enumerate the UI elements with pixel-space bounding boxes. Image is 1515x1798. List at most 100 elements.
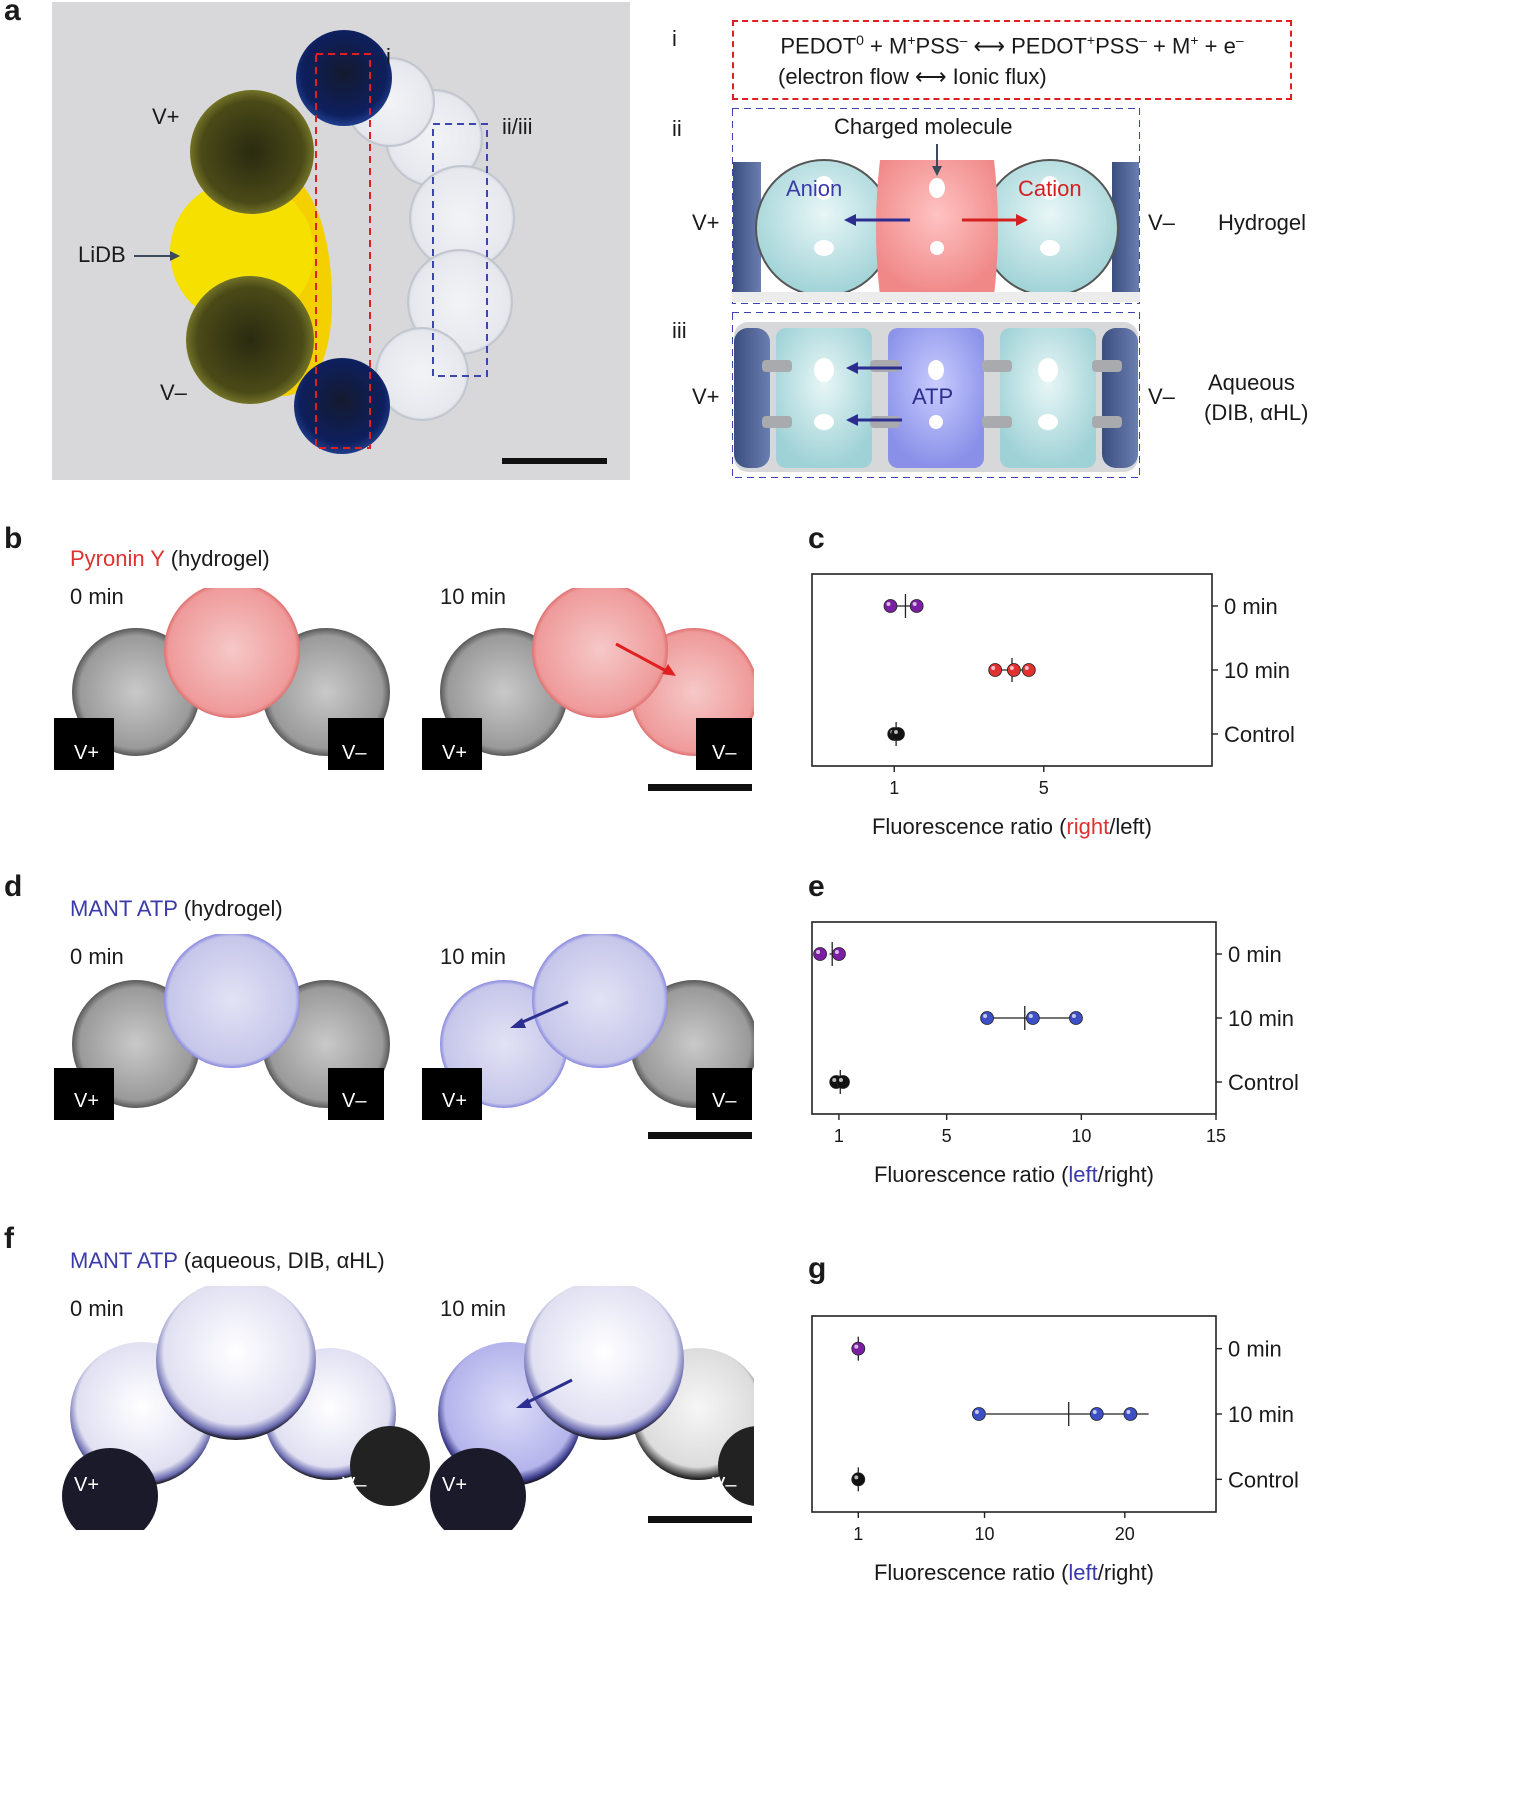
schematic-row-i-label: i (672, 26, 677, 51)
schematic-row-ii-label: ii (672, 116, 682, 141)
photo-label-box-i: i (386, 44, 391, 69)
panel-f-v-minus-10: V– (712, 1474, 737, 1496)
data-point-highlight (1126, 1410, 1131, 1414)
photo-label-lidb: LiDB (78, 242, 126, 267)
data-point-highlight (983, 1014, 988, 1018)
panel-b-title: Pyronin Y (hydrogel) (70, 546, 270, 571)
data-point-highlight (974, 1410, 979, 1414)
panel-label-b: b (4, 522, 23, 555)
data-point-highlight (1028, 1014, 1033, 1018)
data-point-highlight (1024, 666, 1029, 670)
panel-d-v-minus-10: V– (712, 1090, 737, 1112)
x-axis-label-part: right (1066, 814, 1109, 839)
data-point (1069, 1011, 1083, 1025)
x-axis-label: Fluorescence ratio (left/right) (874, 1162, 1154, 1187)
category-label: Control (1228, 1070, 1299, 1095)
panel-d-title: MANT ATP (hydrogel) (70, 896, 283, 921)
data-point (1025, 1011, 1040, 1025)
data-point-highlight (886, 602, 891, 606)
x-axis-label: Fluorescence ratio (right/left) (872, 814, 1152, 839)
category-label: 10 min (1228, 1402, 1294, 1427)
label-ii-v-minus: V– (1148, 210, 1175, 235)
label-atp: ATP (912, 384, 954, 409)
data-point-highlight (854, 1475, 859, 1480)
panel-f-v-plus-10: V+ (442, 1474, 468, 1496)
data-point (972, 1407, 986, 1421)
category-label: Control (1228, 1467, 1299, 1492)
data-point (832, 947, 846, 961)
reaction-box (732, 20, 1292, 100)
mant-atp-hydrogel-micrographs (54, 934, 754, 1139)
x-axis-label-part: /right) (1098, 1162, 1154, 1187)
x-tick-label: 1 (853, 1524, 863, 1544)
data-point (851, 1341, 866, 1356)
droplet-network-photo (52, 2, 630, 480)
photo-label-box-ii-iii: ii/iii (502, 114, 533, 139)
x-tick-label: 10 (975, 1524, 995, 1544)
data-point-highlight (834, 950, 839, 954)
data-point-highlight (854, 1344, 859, 1349)
data-point-highlight (1092, 1410, 1097, 1414)
data-point (909, 599, 924, 613)
panel-label-f: f (4, 1222, 14, 1255)
x-axis-label-part: /left) (1109, 814, 1152, 839)
photo-label-v-plus: V+ (152, 104, 180, 129)
category-label: 10 min (1228, 1006, 1294, 1031)
label-hydrogel: Hydrogel (1218, 210, 1307, 235)
panel-label-d: d (4, 870, 23, 903)
label-aqueous-line1: Aqueous (1208, 370, 1295, 395)
panel-b-v-plus-10: V+ (442, 742, 468, 764)
panel-d-time-0: 0 min (70, 944, 124, 969)
mant-atp-aqueous-micrographs (62, 1286, 754, 1530)
panel-label-c: c (808, 522, 825, 555)
label-charged-molecule: Charged molecule (834, 114, 1013, 139)
x-tick-label: 1 (834, 1126, 844, 1146)
data-point (980, 1011, 994, 1025)
x-tick-label: 1 (889, 778, 899, 798)
reaction-equation: PEDOT0 + M+PSS– ⟷ PEDOT+PSS– + M+ + e– (780, 32, 1244, 59)
category-label: 0 min (1228, 1337, 1282, 1362)
x-axis-label-part: Fluorescence ratio ( (872, 814, 1067, 839)
schematic-row-iii-label: iii (672, 318, 687, 343)
x-axis-label: Fluorescence ratio (left/right) (874, 1560, 1154, 1585)
category-label: 0 min (1224, 594, 1278, 619)
x-axis-label-part: left (1068, 1162, 1097, 1187)
data-point (836, 1075, 850, 1089)
x-axis-label-part: Fluorescence ratio ( (874, 1162, 1069, 1187)
data-point-highlight (832, 1078, 837, 1082)
panel-label-e: e (808, 870, 825, 903)
data-point-highlight (893, 730, 898, 734)
data-point-highlight (1009, 666, 1014, 670)
panel-d-v-minus-0: V– (342, 1090, 367, 1112)
data-point (988, 663, 1003, 677)
pyronin-micrographs (54, 588, 754, 791)
photo-label-v-minus: V– (160, 380, 187, 405)
x-tick-label: 15 (1206, 1126, 1226, 1146)
label-aqueous-line2: (DIB, αHL) (1204, 400, 1309, 425)
label-anion: Anion (786, 176, 843, 201)
panel-f-time-0: 0 min (70, 1296, 124, 1321)
panel-f-time-10: 10 min (440, 1296, 507, 1321)
data-point (851, 1472, 866, 1487)
data-point-highlight (1071, 1014, 1076, 1018)
panel-b-v-plus-0: V+ (74, 742, 100, 764)
panel-b-time-10: 10 min (440, 584, 507, 609)
data-point (891, 727, 905, 741)
x-tick-label: 5 (942, 1126, 952, 1146)
data-point (883, 599, 898, 613)
panel-b-time-0: 0 min (70, 584, 124, 609)
panel-d-time-10: 10 min (440, 944, 507, 969)
panel-d-v-plus-10: V+ (442, 1090, 468, 1112)
x-tick-label: 10 (1071, 1126, 1091, 1146)
label-ii-v-plus: V+ (692, 210, 720, 235)
x-tick-label: 5 (1039, 778, 1049, 798)
data-point (1021, 663, 1036, 677)
panel-d-v-plus-0: V+ (74, 1090, 100, 1112)
panel-label-g: g (808, 1252, 827, 1285)
data-point-highlight (912, 602, 917, 606)
data-point-highlight (991, 666, 996, 670)
label-cation: Cation (1018, 176, 1082, 201)
